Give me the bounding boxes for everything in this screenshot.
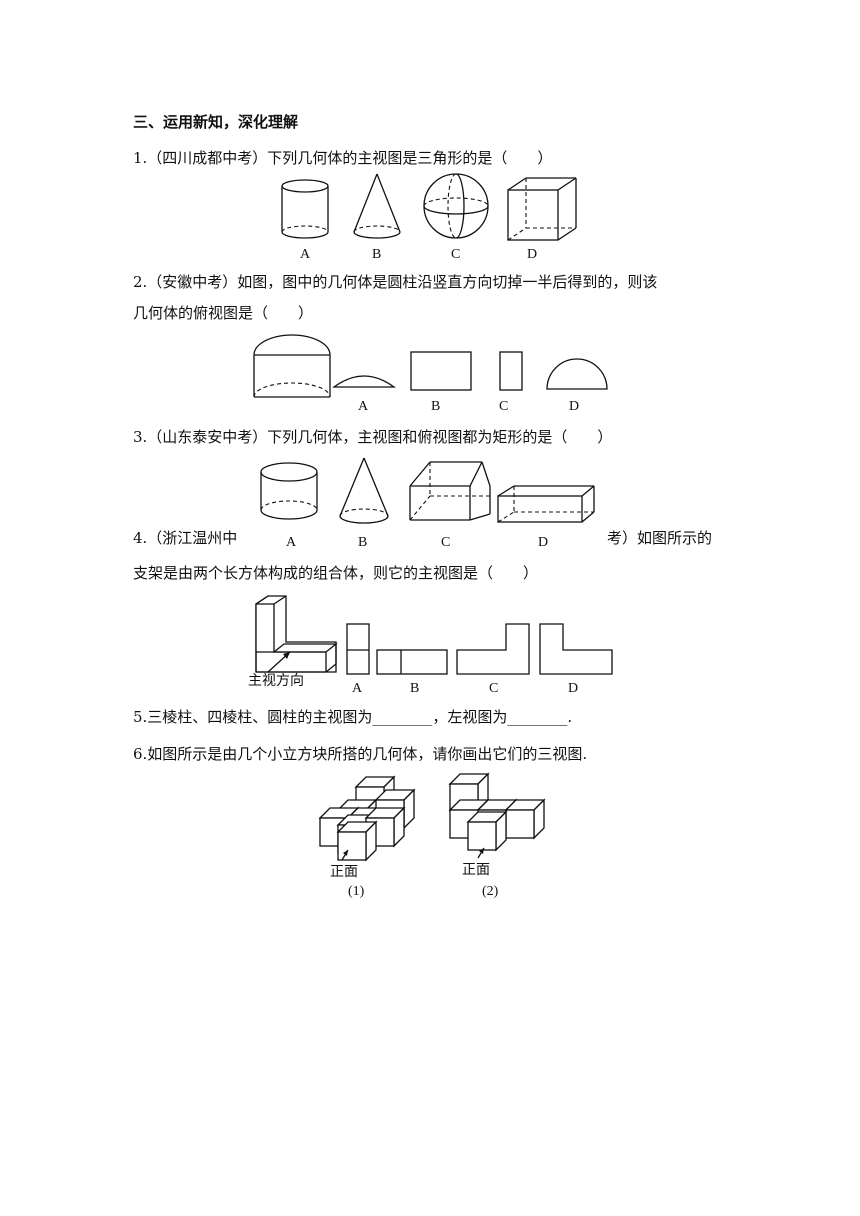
q4-bracket-figure — [255, 595, 338, 673]
question-6-text: 6.如图所示是由几个小立方块所搭的几何体，请你画出它们的三视图. — [133, 745, 588, 763]
q2-option-a: A — [358, 399, 369, 414]
question-4-line-1-end: 考）如图所示的 — [607, 529, 713, 547]
section-title: 三、运用新知，深化理解 — [133, 113, 299, 131]
q3-cone-figure — [339, 457, 389, 524]
q1-figures: A B C D — [281, 173, 577, 262]
q1-sphere-figure — [423, 173, 489, 239]
q2-option-d-shape — [546, 358, 608, 390]
q1-option-c: C — [451, 247, 460, 262]
question-5-text: 5.三棱柱、四棱柱、圆柱的主视图为________，左视图为________. — [133, 708, 573, 726]
q1-cylinder-figure — [281, 179, 329, 239]
q3-triangular-prism-figure — [409, 461, 491, 521]
q2-option-d: D — [569, 399, 579, 414]
q4-direction-label: 主视方向 — [248, 673, 304, 689]
question-2-line-2: 几何体的俯视图是（ ） — [133, 304, 314, 322]
q2-option-c: C — [499, 399, 508, 414]
question-4-line-1-start: 4.（浙江温州中 — [133, 529, 238, 547]
q1-option-b: B — [372, 247, 381, 262]
q6-figures: 正面 (1) 正面 (2) — [319, 773, 545, 899]
q6-figure-2-arrow-icon — [477, 847, 485, 859]
q4-option-d-shape — [539, 623, 613, 675]
q3-rectangular-prism-figure — [497, 485, 595, 523]
q6-figure-2-cubes — [449, 773, 545, 851]
q1-option-a: A — [300, 247, 311, 262]
q1-cube-figure — [507, 177, 577, 241]
q3-option-c: C — [441, 535, 450, 550]
q1-cone-figure — [353, 173, 401, 239]
q2-option-c-shape — [499, 351, 523, 391]
q6-figure-2-caption: (2) — [482, 884, 499, 899]
question-2-line-1: 2.（安徽中考）如图，图中的几何体是圆柱沿竖直方向切掉一半后得到的，则该 — [133, 273, 658, 291]
q6-figure-1-front-label: 正面 — [330, 865, 358, 880]
q4-option-d: D — [568, 681, 578, 696]
q3-option-b: B — [358, 535, 367, 550]
q2-figures: A B C D — [253, 334, 608, 414]
q4-option-b: B — [410, 681, 419, 696]
q6-figure-1-caption: (1) — [348, 884, 365, 899]
q3-option-d: D — [538, 535, 548, 550]
q2-option-b-shape — [410, 351, 472, 391]
q2-option-a-shape — [332, 375, 396, 388]
q2-half-cylinder-figure — [253, 334, 331, 398]
question-4-line-2: 支架是由两个长方体构成的组合体，则它的主视图是（ ） — [133, 564, 539, 582]
q3-figures: A B C D — [260, 457, 595, 550]
q6-figure-2-front-label: 正面 — [462, 863, 490, 878]
q6-figure-1-cubes — [319, 776, 415, 861]
q4-option-a: A — [352, 681, 363, 696]
q4-figures: 主视方向 A B C D — [248, 595, 613, 696]
q3-cylinder-figure — [260, 462, 318, 520]
q4-option-b-shape — [376, 649, 448, 675]
q4-direction-arrow-icon — [267, 651, 291, 673]
q3-option-a: A — [286, 535, 297, 550]
q1-option-d: D — [527, 247, 537, 262]
q6-figure-1-arrow-icon — [341, 849, 349, 861]
q4-option-c: C — [489, 681, 498, 696]
q2-option-b: B — [431, 399, 440, 414]
q4-option-a-shape — [346, 623, 370, 675]
q4-option-c-shape — [456, 623, 530, 675]
question-3-text: 3.（山东泰安中考）下列几何体，主视图和俯视图都为矩形的是（ ） — [133, 428, 613, 446]
question-1-text: 1.（四川成都中考）下列几何体的主视图是三角形的是（ ） — [133, 149, 553, 167]
